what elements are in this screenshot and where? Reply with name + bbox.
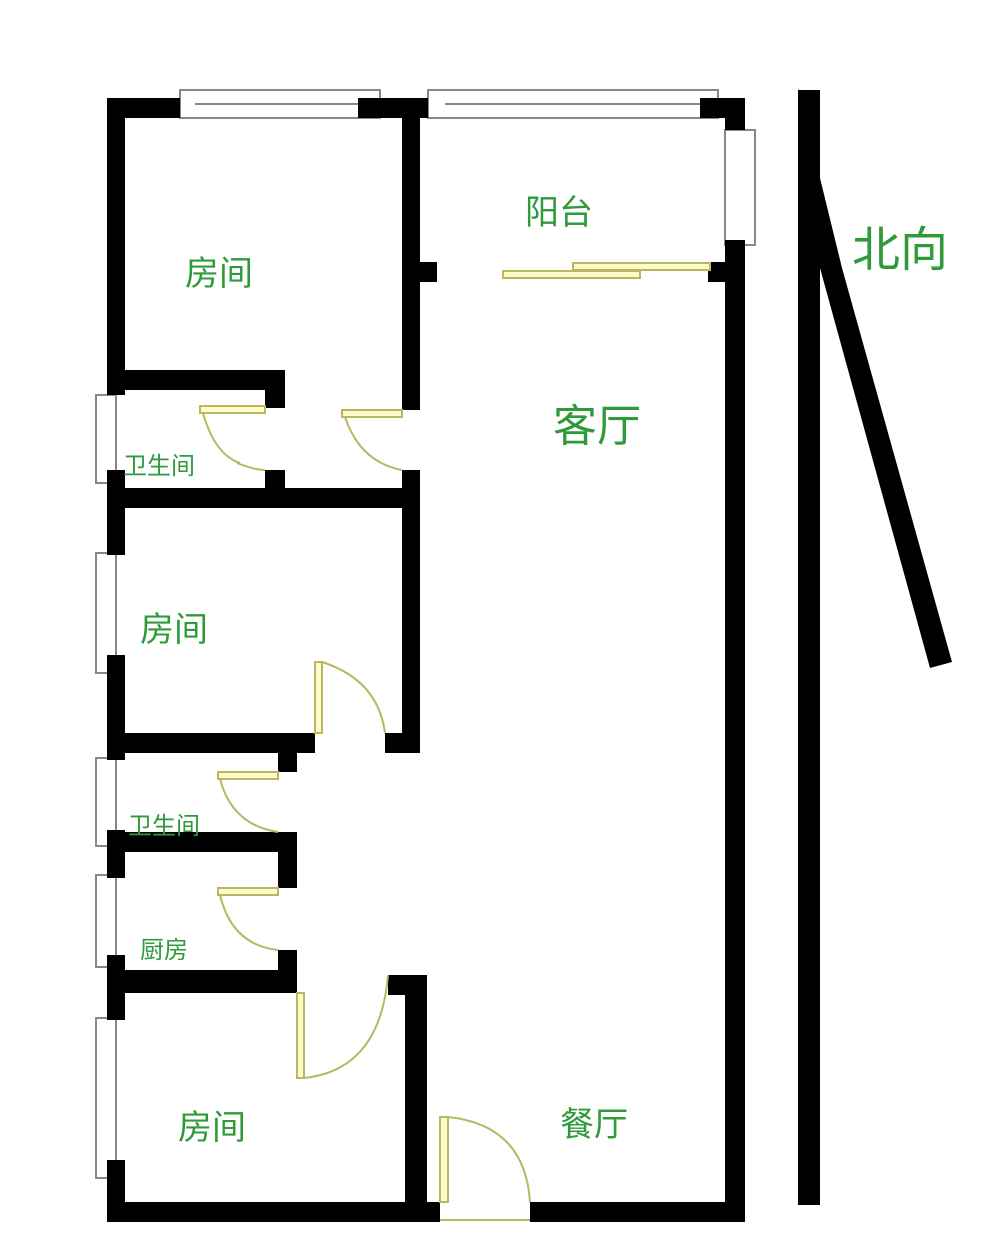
room-label-bathroom-top: 卫生间 [123, 452, 195, 480]
room-label-dining-room: 餐厅 [560, 1105, 628, 1145]
window-bath-top [95, 394, 117, 484]
windows [95, 89, 756, 1179]
room-label-kitchen: 厨房 [140, 936, 188, 964]
window-bedroom-mid [95, 552, 117, 674]
window-bedroom-bottom [95, 1017, 117, 1179]
window-kitchen [95, 874, 117, 968]
compass-label: 北向 [852, 222, 949, 278]
room-label-bedroom-top: 房间 [185, 254, 253, 294]
window-right [724, 129, 756, 246]
sliding-door-rail-1 [502, 270, 641, 279]
room-label-bathroom-bottom: 卫生间 [128, 812, 200, 840]
room-label-living-room: 客厅 [553, 401, 641, 452]
walls [107, 98, 745, 1222]
room-label-bedroom-middle: 房间 [140, 610, 208, 650]
room-label-bedroom-bottom: 房间 [178, 1108, 246, 1148]
doors [199, 262, 711, 1221]
sliding-door-rail-2 [572, 262, 711, 271]
room-label-balcony: 阳台 [525, 193, 593, 233]
north-arrow [798, 88, 952, 1205]
window-bath-bottom [95, 757, 117, 847]
